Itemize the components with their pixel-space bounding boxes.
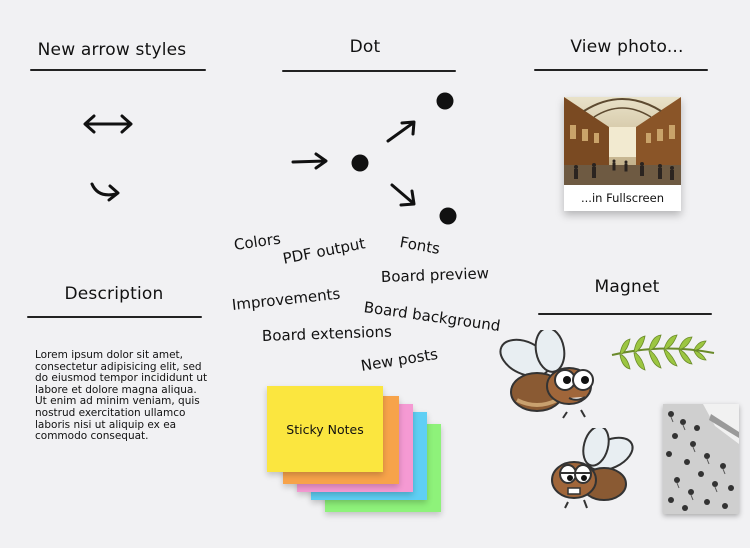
heading-underline [282,70,456,72]
sticky-note-label: Sticky Notes [286,421,364,437]
gallery-photo[interactable] [564,97,681,185]
curved-arrow-icon[interactable] [88,178,128,208]
feature-colors: Colors [232,229,282,254]
feature-board-preview: Board preview [380,264,490,286]
heading-magnet: Magnet [594,277,660,297]
bottom-dot [439,207,457,225]
heading-underline [27,316,202,318]
heading-dot: Dot [349,37,381,57]
sticky-note-yellow[interactable]: Sticky Notes [267,386,383,472]
heading-underline [534,69,708,71]
photo-card[interactable]: ...in Fullscreen [564,97,681,211]
feature-board-extensions: Board extensions [261,322,393,345]
sleepy-fly-sticker-icon[interactable] [538,428,638,510]
feature-improvements: Improvements [231,284,342,314]
feature-new-posts: New posts [359,344,440,375]
fly-sticker-icon[interactable] [495,330,610,420]
arrow-to-dot-icon [291,159,327,164]
crowd-photo[interactable] [663,404,739,514]
double-arrow-icon[interactable] [80,110,136,138]
photo-caption: ...in Fullscreen [581,191,664,205]
leaf-sticker-icon[interactable] [608,333,718,373]
heading-view-photo: View photo... [570,37,684,57]
heading-new-arrow-styles: New arrow styles [37,40,187,60]
feature-fonts: Fonts [398,233,442,258]
heading-underline [30,69,206,71]
top-dot [436,92,454,110]
dot-diagram [291,92,457,225]
center-dot [351,154,369,172]
feature-pdf-output: PDF output [281,234,367,268]
heading-description: Description [64,284,164,304]
heading-underline [538,313,712,315]
description-text: Lorem ipsum dolor sit amet, consectetur … [35,349,208,443]
